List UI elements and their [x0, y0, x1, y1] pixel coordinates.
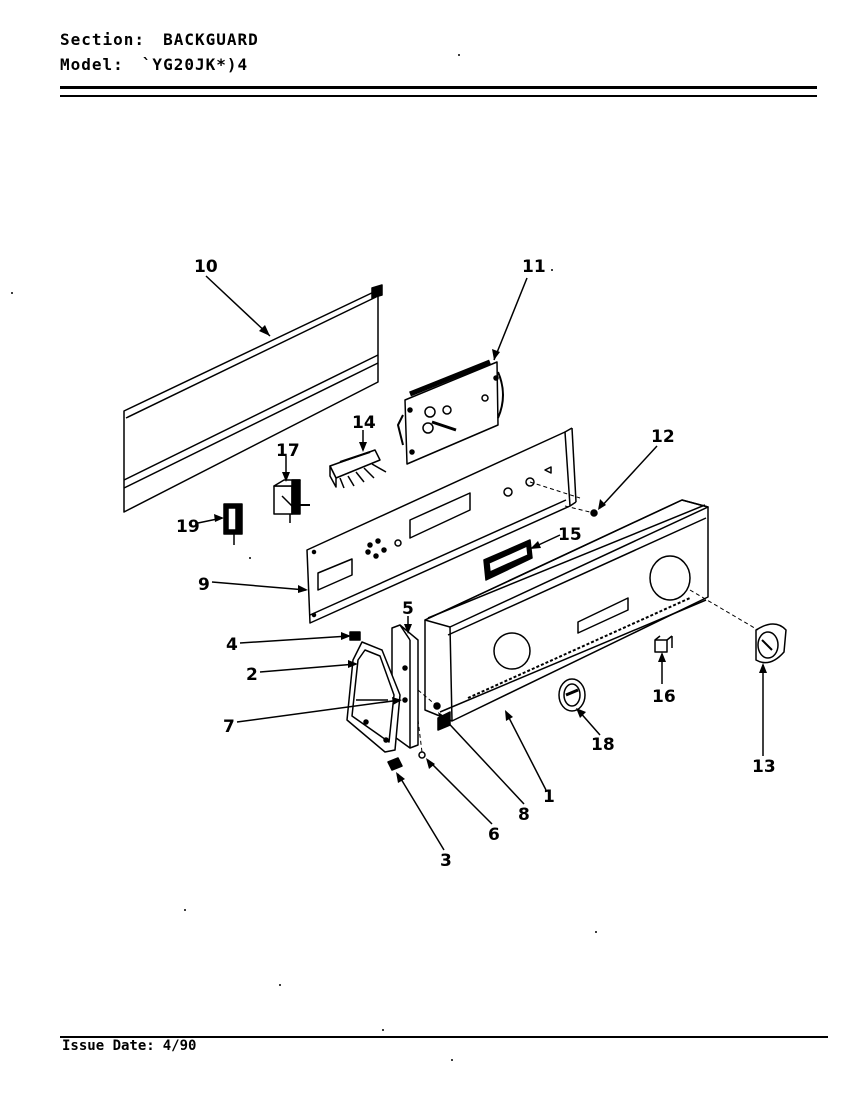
- issue-date-value: 4/90: [162, 1038, 197, 1054]
- callout-17: 17: [276, 441, 300, 461]
- part-2-end-cap: [346, 641, 401, 753]
- callout-labels: 10 11 14 12 17 19 15 9 5 4 2 7 16 18 13 …: [176, 257, 776, 871]
- section-heading: Section: BACKGUARD: [60, 30, 259, 49]
- part-13-large-knob: [755, 623, 787, 664]
- alignment-lines: [417, 481, 759, 753]
- callout-13: 13: [752, 757, 776, 777]
- part-6-screw: [418, 751, 426, 759]
- callout-4: 4: [226, 635, 238, 655]
- scan-specks: [11, 54, 597, 1061]
- leader-arrowheads: [214, 325, 767, 783]
- part-1-front-panel: [424, 499, 709, 731]
- callout-18: 18: [591, 735, 615, 755]
- part-17-switch: [273, 479, 310, 523]
- part-18-knob: [558, 678, 586, 712]
- callout-14: 14: [352, 413, 376, 433]
- part-4-clip: [349, 631, 361, 641]
- part-15-display: [483, 539, 533, 581]
- part-10-top-trim: [123, 284, 383, 513]
- callout-5: 5: [402, 599, 414, 619]
- part-19-relay: [223, 503, 243, 545]
- part-14-terminal-block: [329, 449, 387, 489]
- callout-19: 19: [176, 517, 200, 537]
- callout-11: 11: [522, 257, 546, 277]
- part-3-bracket-clip: [387, 757, 403, 771]
- callout-2: 2: [246, 665, 258, 685]
- part-9-control-panel: [306, 427, 577, 624]
- callout-9: 9: [198, 575, 210, 595]
- callout-12: 12: [651, 427, 675, 447]
- part-11-clock-assembly: [397, 359, 504, 465]
- model-heading: Model: `YG20JK*)4: [60, 55, 248, 74]
- callout-7: 7: [223, 717, 235, 737]
- header-rule-thin: [60, 95, 817, 97]
- callout-3: 3: [440, 851, 452, 871]
- callout-8: 8: [518, 805, 530, 825]
- callout-1: 1: [543, 787, 555, 807]
- callout-10: 10: [194, 257, 218, 277]
- model-label: Model:: [60, 55, 124, 74]
- issue-date-label: Issue Date:: [62, 1038, 155, 1054]
- header-rule-thick: [60, 86, 817, 89]
- callout-16: 16: [652, 687, 676, 707]
- section-label: Section:: [60, 30, 146, 49]
- section-value: BACKGUARD: [163, 30, 259, 49]
- footer-rule: [60, 1036, 828, 1038]
- model-value: `YG20JK*)4: [141, 55, 249, 74]
- callout-6: 6: [488, 825, 500, 845]
- issue-date: Issue Date: 4/90: [62, 1038, 196, 1054]
- part-16-knob-insert: [654, 635, 673, 653]
- callout-15: 15: [558, 525, 582, 545]
